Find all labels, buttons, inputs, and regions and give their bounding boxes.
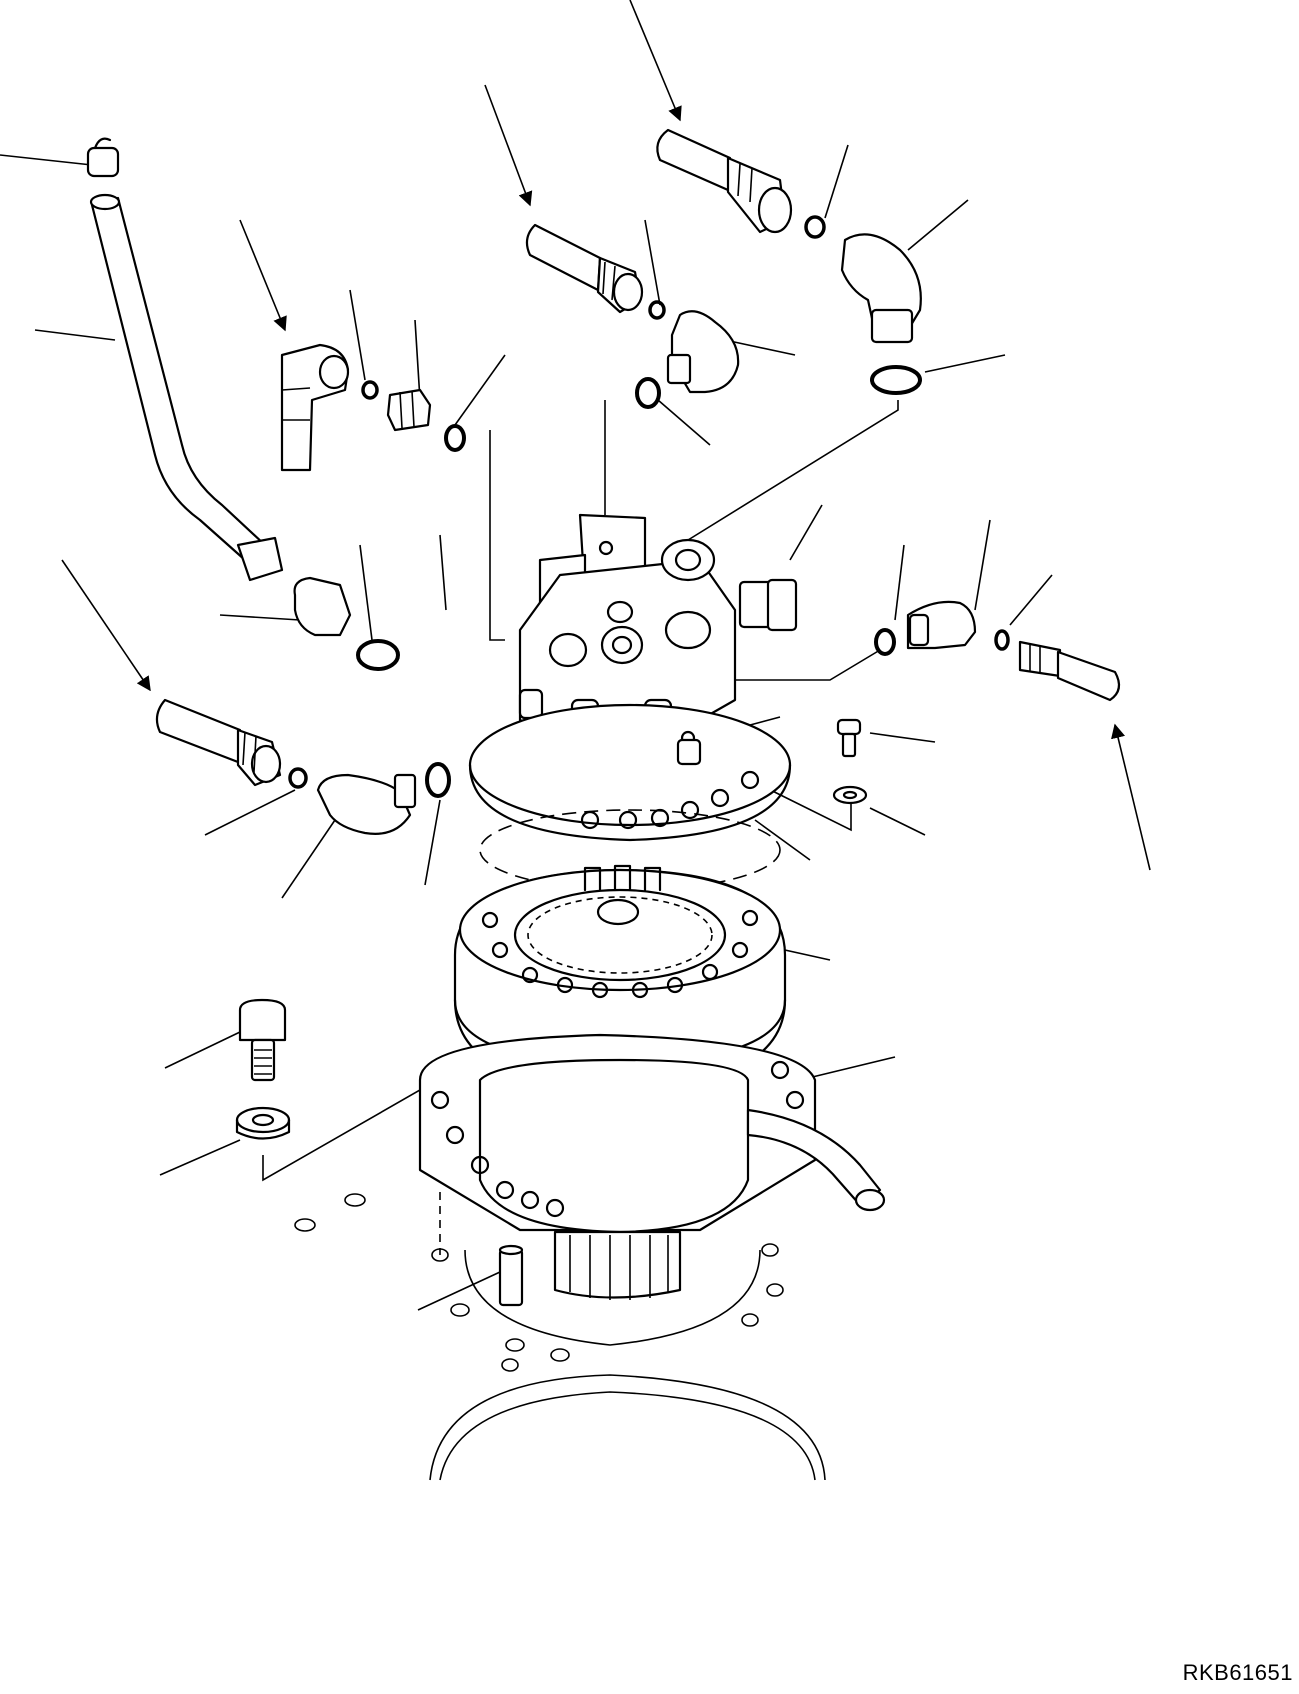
hose-fitting-right <box>874 600 1121 702</box>
reduction-gear-case <box>453 864 787 1092</box>
elbow-hose-upper-left <box>280 343 466 472</box>
hose-fitting-top-right <box>656 128 922 395</box>
direction-arrows <box>61 0 1151 871</box>
hose-fitting-center-top <box>525 223 740 409</box>
lower-housing <box>418 1033 886 1300</box>
mounting-base <box>294 1192 826 1481</box>
mounting-bolt <box>235 998 291 1140</box>
drawing-reference-code: RKB61651 <box>1182 1660 1293 1685</box>
drain-hose <box>86 137 284 582</box>
hose-fitting-lower-left <box>155 698 451 835</box>
dowel-pin <box>498 1244 524 1307</box>
small-bolt-right <box>832 718 868 805</box>
swing-motor-body <box>468 513 798 891</box>
adapter-left <box>293 576 400 671</box>
